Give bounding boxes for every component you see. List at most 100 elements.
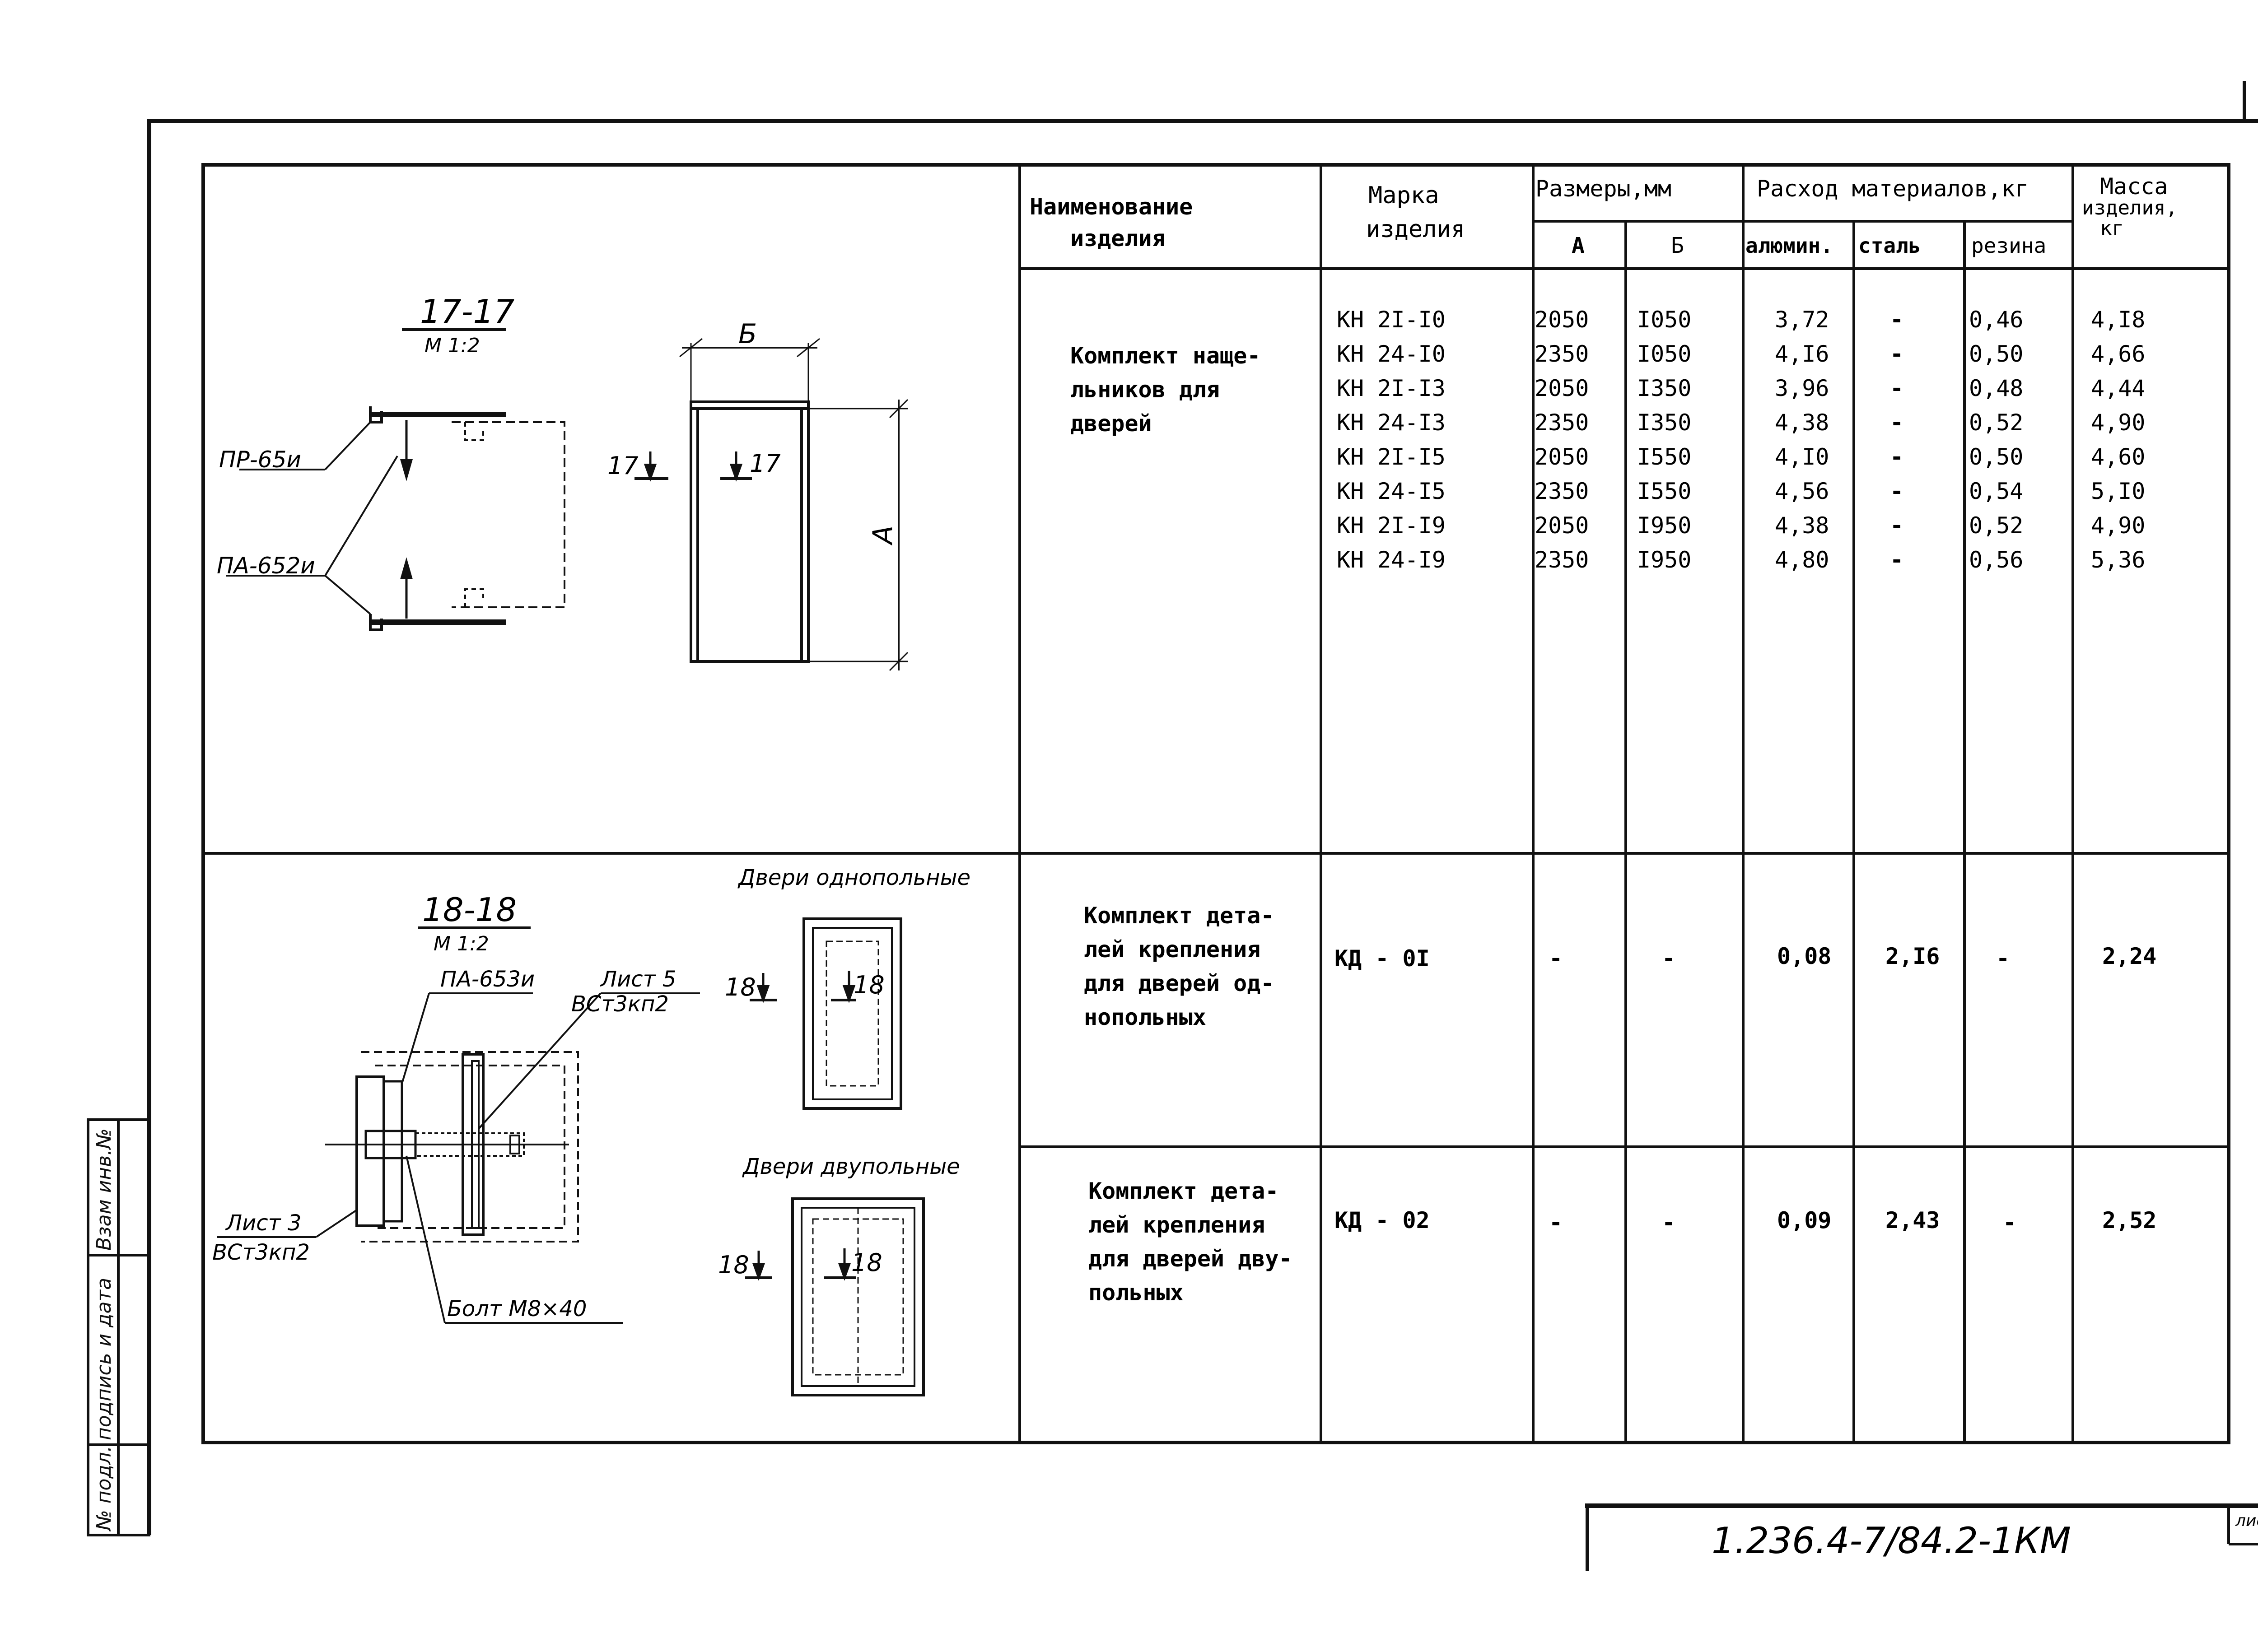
cell-steel: - — [1890, 410, 1903, 436]
cell-mass: 4,66 — [2091, 341, 2145, 367]
group3-name-line: лей крепления — [1088, 1212, 1265, 1238]
group3-b: - — [1662, 1210, 1675, 1236]
cell-mass: 4,90 — [2091, 512, 2145, 539]
cell-mass: 4,44 — [2091, 375, 2145, 401]
cell-size-b: I950 — [1637, 547, 1691, 573]
drawing2-cut-left-double: 18 — [718, 1251, 749, 1279]
group1-name: Комплект наще- льников для дверей — [1070, 343, 1260, 437]
drawing2-label-bolt: Болт М8×40 — [447, 1296, 587, 1322]
drawing-18-18 — [217, 917, 925, 1396]
cell-alum: 3,72 — [1775, 307, 1829, 333]
header-name-2: изделия — [1070, 225, 1166, 251]
drawing1-title: 17-17 — [420, 293, 514, 330]
drawing2-label-list3-b: ВСт3кп2 — [212, 1240, 310, 1265]
group2: Комплект дета- лей крепления для дверей … — [1084, 903, 2156, 1030]
drawing-17-17 — [226, 328, 909, 671]
group1-name-line: дверей — [1070, 410, 1152, 437]
table-frame — [201, 163, 2230, 1444]
group2-name-line: нопольных — [1084, 1004, 1206, 1030]
drawing1-dim-b: Б — [738, 318, 757, 350]
group3-mass: 2,52 — [2102, 1207, 2156, 1233]
cell-size-a: 2350 — [1535, 341, 1589, 367]
group3-steel: 2,43 — [1885, 1207, 1940, 1233]
group2-name-line: для дверей од- — [1084, 970, 1274, 996]
group2-a: - — [1549, 945, 1563, 972]
cell-mark: КН 2I-I3 — [1337, 375, 1446, 401]
cell-alum: 3,96 — [1775, 375, 1829, 401]
group3-a: - — [1549, 1210, 1563, 1236]
cell-size-a: 2050 — [1535, 444, 1589, 470]
drawing2-single-caption: Двери однопольные — [737, 865, 970, 890]
drawing2-cut-right-double: 18 — [851, 1248, 882, 1277]
cell-size-a: 2050 — [1535, 375, 1589, 401]
cell-alum: 4,38 — [1775, 512, 1829, 539]
drawing2-double-caption: Двери двупольные — [742, 1154, 960, 1179]
cell-size-a: 2050 — [1535, 307, 1589, 333]
drawing1-label-pa: ПА-652и — [217, 553, 315, 579]
cell-rubber: 0,52 — [1969, 410, 2023, 436]
cell-size-b: I950 — [1637, 512, 1691, 539]
cell-mass: 4,60 — [2091, 444, 2145, 470]
group1-name-line: льников для — [1070, 377, 1220, 403]
cell-size-a: 2050 — [1535, 512, 1589, 539]
cell-alum: 4,I6 — [1775, 341, 1829, 367]
group3-name-line: польных — [1088, 1280, 1184, 1306]
header-mat-rubber: резина — [1971, 233, 2046, 258]
header-sizes: Размеры,мм — [1535, 176, 1671, 202]
drawing1-label-pr: ПР-65и — [219, 447, 301, 473]
cell-mass: 5,36 — [2091, 547, 2145, 573]
drawing2-label-list5-b: ВСт3кп2 — [571, 991, 669, 1017]
sheet-label: лист — [2235, 1512, 2258, 1530]
header-mass-2: изделия, — [2082, 196, 2178, 219]
cell-steel: - — [1890, 375, 1903, 401]
cell-mass: 5,I0 — [2091, 478, 2145, 504]
cell-size-b: I550 — [1637, 444, 1691, 470]
cell-alum: 4,I0 — [1775, 444, 1829, 470]
cell-steel: - — [1890, 444, 1903, 470]
cell-mark: КН 2I-I9 — [1337, 512, 1446, 539]
bottom-stamp — [1585, 1503, 2258, 1571]
header-mark-1: Марка — [1368, 182, 1439, 209]
header-mat-steel: сталь — [1858, 233, 1921, 258]
group2-name-line: Комплект дета- — [1084, 903, 1274, 929]
drawing2-cut-right-single: 18 — [854, 971, 885, 999]
group2-rubber: - — [1996, 945, 2010, 972]
group2-steel: 2,I6 — [1885, 943, 1940, 969]
group3-mark: КД - 02 — [1334, 1207, 1430, 1233]
cell-steel: - — [1890, 341, 1903, 367]
cell-steel: - — [1890, 478, 1903, 504]
cell-mass: 4,90 — [2091, 410, 2145, 436]
cell-mass: 4,I8 — [2091, 307, 2145, 333]
group2-mark: КД - 0I — [1334, 945, 1430, 972]
cell-size-a: 2350 — [1535, 478, 1589, 504]
cell-mark: КН 2I-I0 — [1337, 307, 1446, 333]
header-name-1: Наименование — [1030, 194, 1193, 220]
cell-alum: 4,56 — [1775, 478, 1829, 504]
cell-steel: - — [1890, 512, 1903, 539]
cell-mark: КН 24-I3 — [1337, 410, 1446, 436]
header-mat-alum: алюмин. — [1745, 233, 1833, 258]
cell-size-b: I350 — [1637, 410, 1691, 436]
stamp-sign-label: подпись и дата — [93, 1278, 116, 1440]
cell-alum: 4,38 — [1775, 410, 1829, 436]
drawing1-cut-left: 17 — [607, 451, 639, 480]
header-size-b: Б — [1671, 233, 1684, 258]
drawing1-dim-a: А — [867, 526, 899, 546]
cell-rubber: 0,50 — [1969, 444, 2023, 470]
cell-size-b: I350 — [1637, 375, 1691, 401]
group2-b: - — [1662, 945, 1675, 972]
drawing2-title: 18-18 — [422, 891, 517, 929]
group3-rubber: - — [2003, 1210, 2016, 1236]
stamp-orig-label: № подл. — [93, 1446, 116, 1532]
drawing2-label-list3-a: Лист 3 — [225, 1210, 301, 1236]
group3: Комплект дета- лей крепления для дверей … — [1088, 1178, 2156, 1306]
cell-rubber: 0,48 — [1969, 375, 2023, 401]
cell-mark: КН 24-I0 — [1337, 341, 1446, 367]
drawing2-cut-left-single: 18 — [725, 973, 756, 1001]
cell-rubber: 0,52 — [1969, 512, 2023, 539]
side-stamp — [87, 1118, 150, 1536]
header-materials: Расход материалов,кг — [1757, 176, 2029, 202]
cell-rubber: 0,46 — [1969, 307, 2023, 333]
group3-alum: 0,09 — [1777, 1207, 1831, 1233]
